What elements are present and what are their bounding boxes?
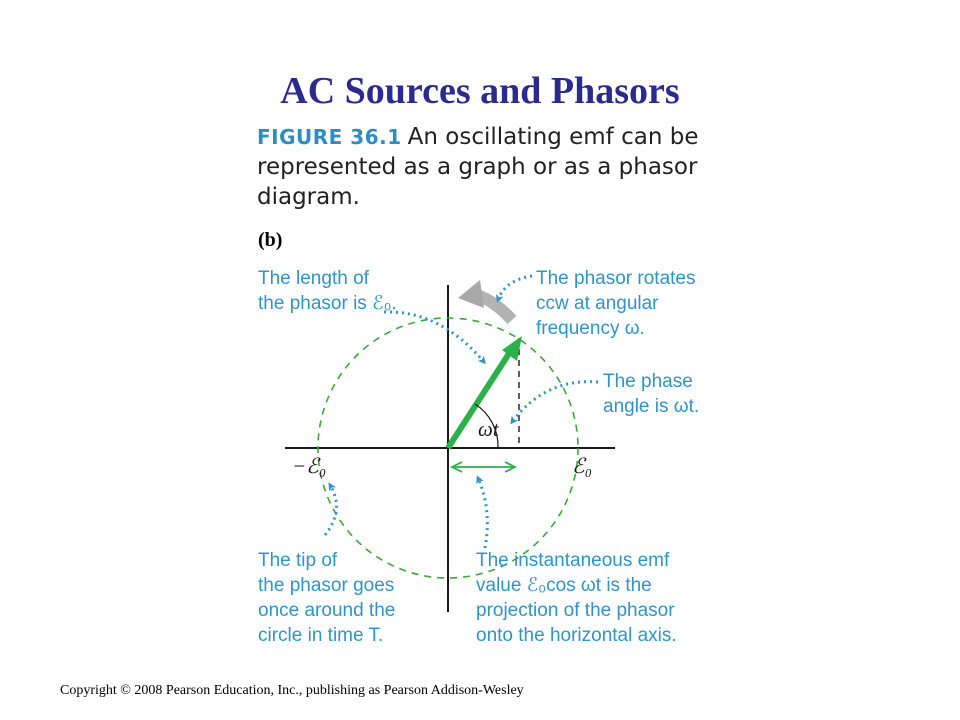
annotation-length: The length of the phasor is ℰ₀. [258,268,397,314]
annotation-emf: The instantaneous emf value ℰ₀cos ωt is … [476,550,677,646]
annotation-line: The phasor rotates [536,268,695,289]
annotation-line: the phasor goes [258,575,394,596]
annotation-line: the phasor is ℰ₀. [258,293,397,314]
annotation-line: onto the horizontal axis. [476,625,677,646]
phasor-circle [317,317,579,579]
neg-emf-label: −ℰ₀ [292,454,326,478]
figure-caption-text: An oscillating emf can be represented as… [257,124,699,210]
annotation-line: projection of the phasor [476,600,675,621]
annotation-line: value ℰ₀cos ωt is the [476,575,652,596]
rotates-leader [495,274,533,303]
annotation-line: circle in time T. [258,625,383,646]
annotation-line: frequency ω. [536,318,645,339]
rotation-arrow [458,280,517,325]
projection-arrow [449,461,518,473]
copyright-footer: Copyright © 2008 Pearson Education, Inc.… [60,683,524,698]
length-leader [383,310,486,365]
tip-leader [323,482,338,536]
annotation-line: The instantaneous emf [476,550,670,571]
angle-arc [474,403,499,449]
emf-leader [476,475,489,549]
annotation-line: once around the [258,600,395,621]
annotation-line: The length of [258,268,370,289]
panel-label: (b) [258,229,282,251]
slide-title: AC Sources and Phasors [280,70,680,112]
figure-label: FIGURE 36.1 [257,125,402,149]
phasor-arrow [445,336,522,450]
annotation-line: angle is ωt. [603,396,699,417]
annotation-line: ccw at angular [536,293,659,314]
annotation-phase: The phase angle is ωt. [603,371,699,417]
phase-leader [510,380,599,425]
angle-label: ωt [478,417,500,441]
annotation-line: The tip of [258,550,338,571]
annotation-tip: The tip of the phasor goes once around t… [258,550,395,646]
annotation-line: The phase [603,371,693,392]
annotation-rotates: The phasor rotates ccw at angular freque… [536,268,695,339]
pos-emf-label: ℰ₀ [572,454,592,478]
